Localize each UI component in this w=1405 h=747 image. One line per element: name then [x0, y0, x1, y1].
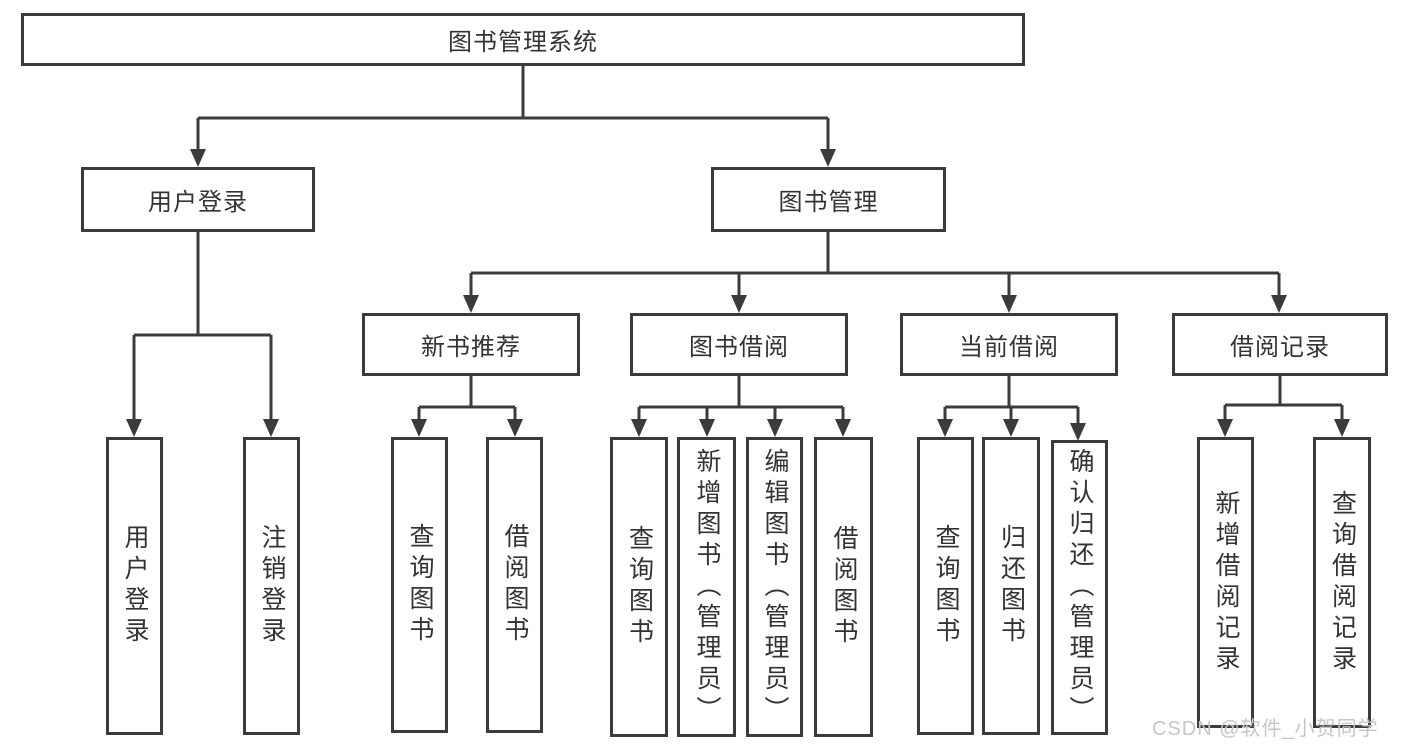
leaf-query-book-recommend: 查询图书 — [391, 437, 448, 733]
leaf-confirm-return-admin-label: 确认归还（管理员） — [1066, 448, 1094, 727]
leaf-return-book: 归还图书 — [982, 437, 1040, 735]
leaf-query-book-recommend-label: 查询图书 — [406, 523, 434, 647]
leaf-add-borrow-record: 新增借阅记录 — [1197, 437, 1254, 728]
leaf-query-book-current: 查询图书 — [917, 437, 974, 735]
leaf-confirm-return-admin: 确认归还（管理员） — [1051, 440, 1108, 735]
leaf-logout: 注销登录 — [243, 437, 300, 735]
node-borrow-records: 借阅记录 — [1172, 313, 1388, 376]
leaf-user-login: 用户登录 — [106, 437, 163, 735]
leaf-borrow-book-recommend: 借阅图书 — [486, 437, 543, 733]
leaf-query-book-borrow-label: 查询图书 — [625, 525, 654, 649]
leaf-add-borrow-record-label: 新增借阅记录 — [1212, 489, 1240, 676]
node-root: 图书管理系统 — [21, 13, 1025, 66]
leaf-user-login-label: 用户登录 — [121, 524, 149, 648]
leaf-add-book-admin-label: 新增图书（管理员） — [693, 447, 721, 727]
node-current-borrow-label: 当前借阅 — [959, 334, 1059, 361]
node-book-borrow: 图书借阅 — [630, 313, 848, 376]
node-user-login: 用户登录 — [81, 167, 315, 232]
leaf-query-book-borrow: 查询图书 — [610, 437, 668, 737]
leaf-query-book-current-label: 查询图书 — [932, 524, 960, 648]
node-book-management-label: 图书管理 — [778, 189, 879, 216]
leaf-borrow-book-label: 借阅图书 — [830, 525, 858, 649]
leaf-query-borrow-record-label: 查询借阅记录 — [1328, 489, 1357, 676]
node-user-login-label: 用户登录 — [148, 189, 248, 216]
node-new-book-recommend: 新书推荐 — [362, 313, 580, 376]
leaf-add-book-admin: 新增图书（管理员） — [677, 437, 736, 737]
connector-segments — [132, 66, 1344, 429]
node-current-borrow: 当前借阅 — [900, 313, 1118, 376]
node-book-borrow-label: 图书借阅 — [689, 334, 789, 361]
node-new-book-recommend-label: 新书推荐 — [421, 334, 521, 361]
node-borrow-records-label: 借阅记录 — [1230, 334, 1330, 361]
leaf-query-borrow-record: 查询借阅记录 — [1313, 437, 1371, 728]
leaf-logout-label: 注销登录 — [258, 524, 286, 648]
leaf-borrow-book-recommend-label: 借阅图书 — [501, 523, 529, 647]
leaf-return-book-label: 归还图书 — [997, 524, 1026, 648]
arrowheads — [126, 149, 1350, 441]
node-root-label: 图书管理系统 — [448, 29, 598, 56]
leaf-borrow-book: 借阅图书 — [814, 437, 873, 737]
leaf-edit-book-admin: 编辑图书（管理员） — [746, 437, 803, 737]
watermark: CSDN @软件_小贺同学 — [1152, 718, 1379, 740]
leaf-edit-book-admin-label: 编辑图书（管理员） — [761, 447, 789, 727]
node-book-management: 图书管理 — [711, 167, 946, 232]
